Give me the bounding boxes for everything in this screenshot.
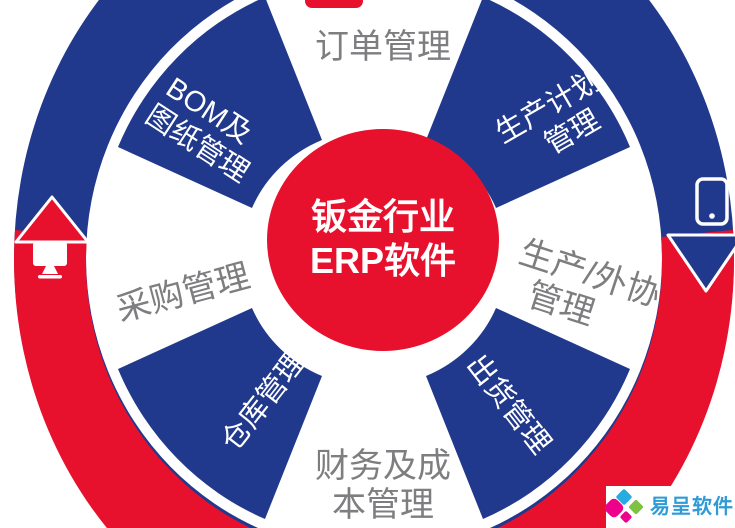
logo-text: 易呈软件	[650, 494, 734, 518]
desktop-monitor-icon	[33, 242, 67, 279]
svg-text:财务及成: 财务及成	[315, 447, 451, 485]
center-title-line1: 钣金行业	[311, 196, 455, 237]
wedge-shipping	[426, 308, 630, 519]
center-circle	[267, 129, 499, 351]
label-order: 订单管理	[315, 28, 451, 66]
logo-diamonds-icon	[604, 489, 643, 523]
top-red-marker	[305, 0, 363, 8]
logo: 易呈软件	[604, 486, 735, 528]
down-arrow-icon	[666, 233, 735, 293]
svg-text:本管理: 本管理	[332, 486, 434, 524]
center-title-line2: ERP软件	[310, 240, 456, 281]
wedge-warehouse	[118, 308, 322, 519]
wedge-production-plan	[426, 0, 630, 208]
label-finance-cost: 财务及成 本管理	[315, 447, 451, 524]
wedge-bom-drawing	[118, 0, 322, 208]
smartphone-icon	[695, 177, 729, 226]
